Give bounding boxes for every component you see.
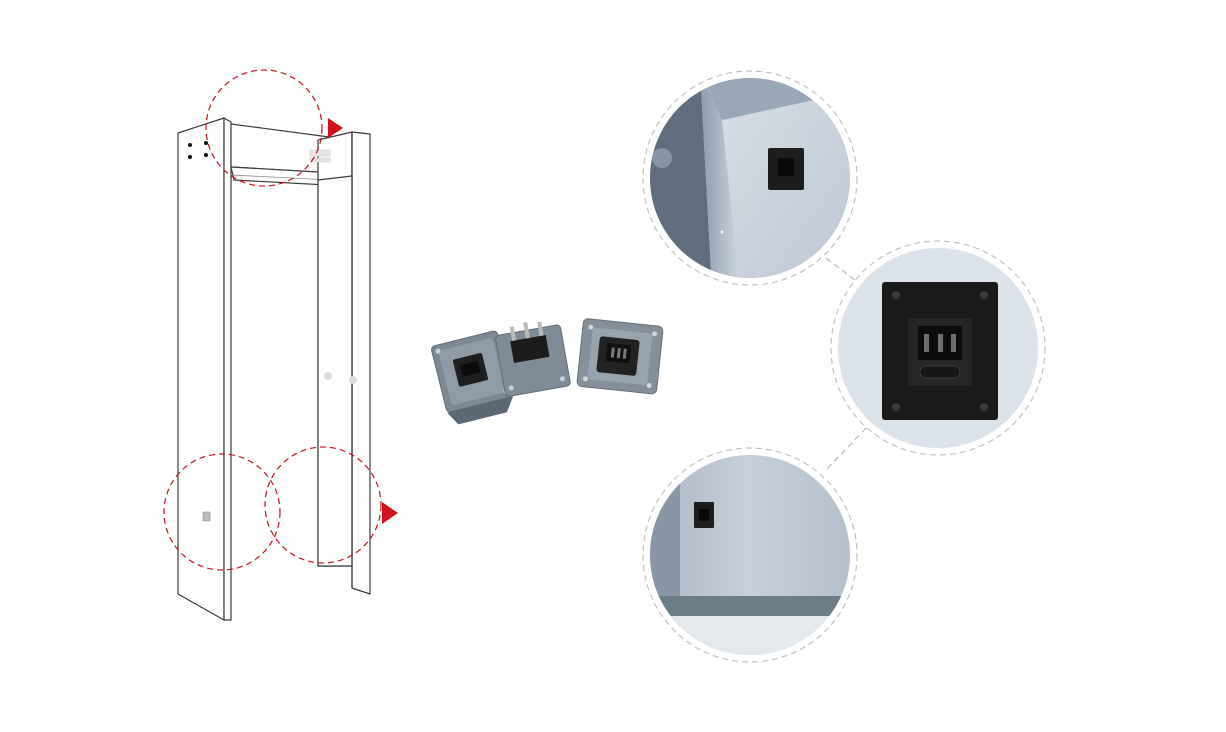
- detail-photo-bottom: [650, 455, 850, 655]
- detail-photo-top: [650, 78, 850, 278]
- socket-plate-middle: [495, 321, 571, 397]
- callout-circle-bottom-right: [264, 446, 382, 564]
- detector-drawing: [177, 117, 371, 621]
- left-panel-front: [177, 117, 225, 621]
- socket-plate-left: [431, 330, 514, 425]
- socket-plate-right: [576, 318, 664, 395]
- callout-circle-top: [205, 69, 323, 187]
- right-panel-front: [351, 131, 371, 595]
- detector-callouts: [163, 69, 382, 571]
- triangle-right-icon: [382, 502, 398, 524]
- detail-rings: [642, 70, 1046, 663]
- left-panel-side: [223, 117, 232, 621]
- detail-connectors: [825, 257, 867, 471]
- detail-photo-middle: [838, 248, 1038, 448]
- callout-circle-bottom-left: [163, 453, 281, 571]
- socket-modules: [431, 318, 664, 425]
- triangle-right-icon: [328, 118, 343, 138]
- right-panel-inner: [317, 175, 353, 567]
